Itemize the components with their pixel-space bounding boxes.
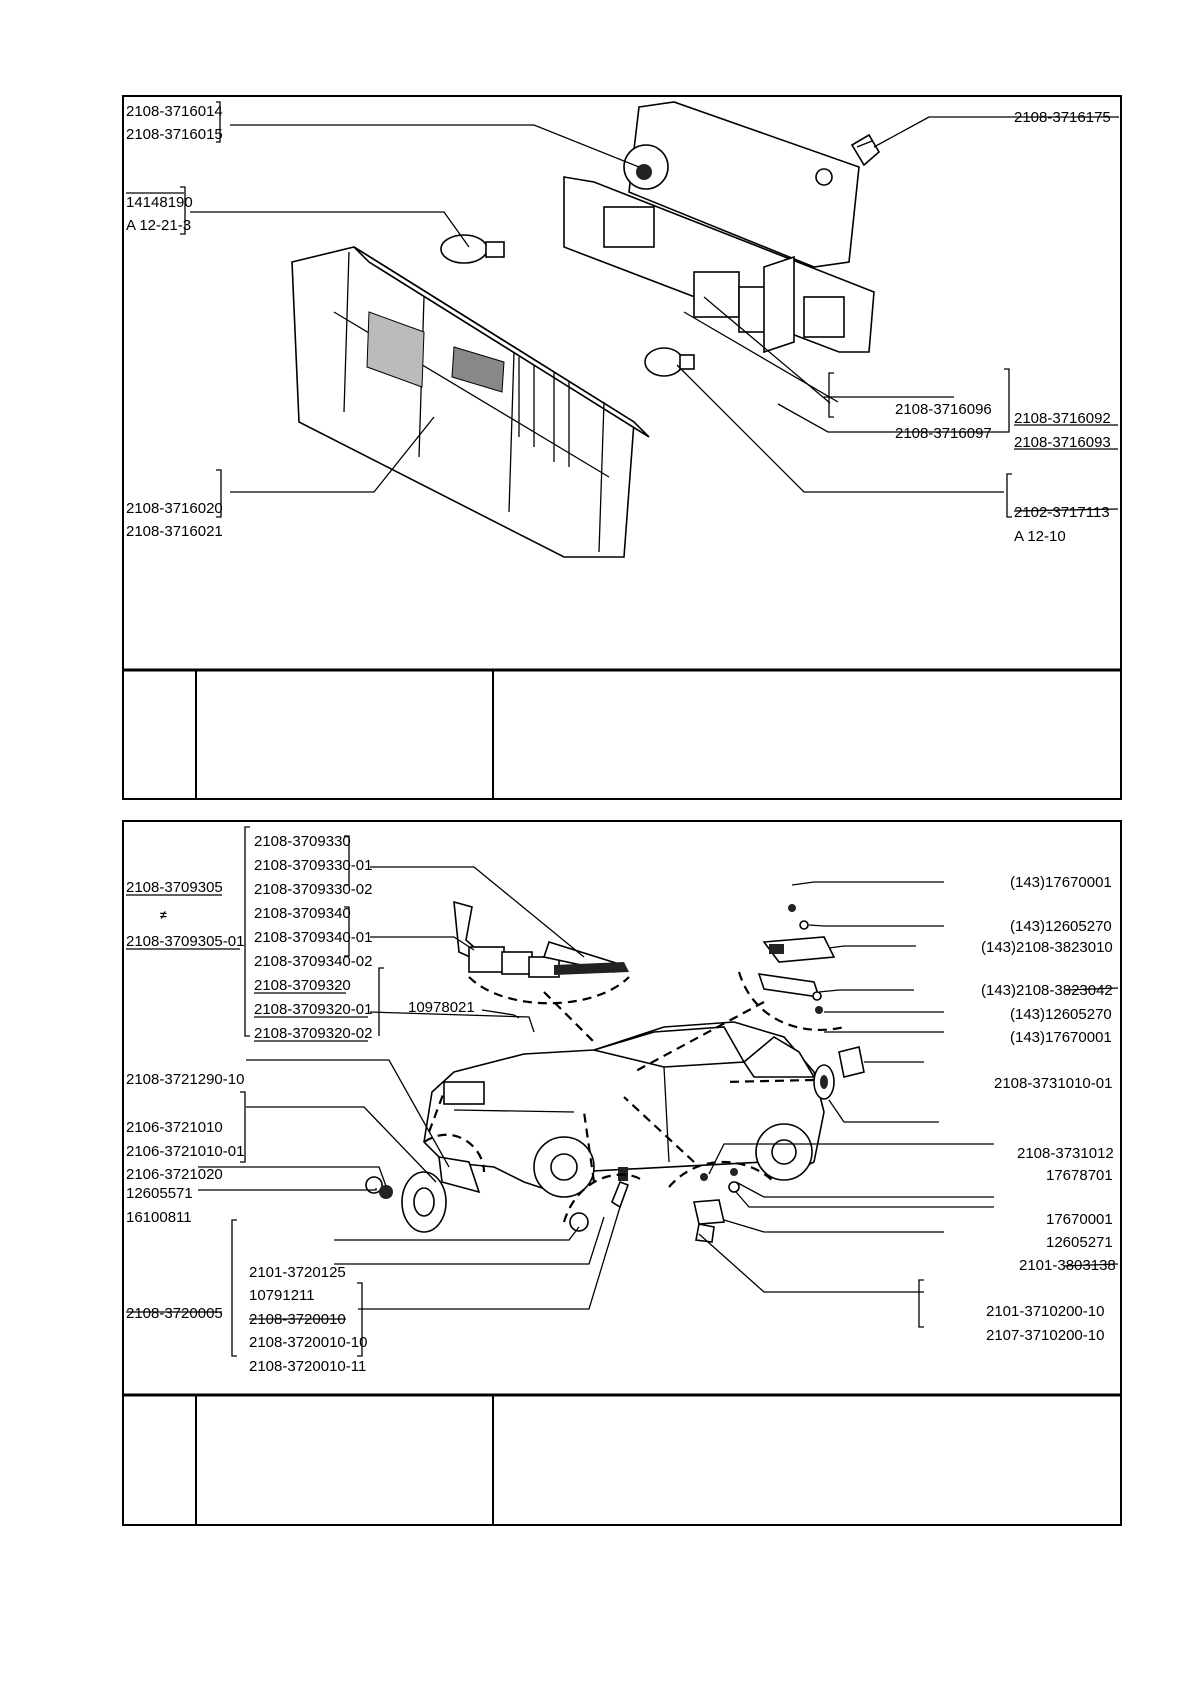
label-neq-1: ≠ (160, 908, 167, 922)
label-sw-320-01: 2108-3709320-01 (254, 1001, 372, 1018)
horn-part (365, 1156, 481, 1233)
label-sensor-kit: 2108-3720005 (126, 1305, 223, 1322)
label-sensor-washer: 10791211 (249, 1287, 315, 1304)
label-nut: 2108-3716175 (1014, 109, 1111, 126)
label-sw-330-01: 2108-3709330-01 (254, 857, 372, 874)
label-sensor-b: 2108-3720010-10 (249, 1334, 367, 1351)
label-bolt-r1: (143)17670001 (1010, 874, 1112, 891)
label-sw-340-02: 2108-3709340-02 (254, 953, 372, 970)
car-outline (423, 1021, 825, 1198)
label-lamp-housing-a: 2108-3716014 (126, 103, 223, 120)
label-bulb-large-code: 14148190 (126, 194, 193, 211)
rear-lamp-diagram-panel: 2108-3716014 2108-3716015 14148190 A 12-… (122, 95, 1122, 800)
label-lens-a: 2108-3716020 (126, 500, 223, 517)
label-lamp-housing-b: 2108-3716015 (126, 126, 223, 143)
label-board-b: 2108-3716093 (1014, 434, 1111, 451)
label-switch-assembly-b: 2108-3709305-01 (126, 933, 244, 950)
switches-parts (453, 900, 629, 978)
label-unit: (143)2108-3823010 (981, 939, 1113, 956)
label-lens-b: 2108-3716021 (126, 523, 223, 540)
label-bracket: (143)2108-3823042 (981, 982, 1113, 999)
label-bolt-r3: 17670001 (1046, 1211, 1113, 1228)
electrical-parts-illustration: 2108-3709305 ≠ 2108-3709305-01 2108-3709… (124, 826, 1120, 1524)
label-holder-b: 2108-3716097 (895, 425, 992, 442)
leader-lines-2 (198, 826, 994, 1357)
lamp-board (563, 176, 875, 354)
reflector-part (813, 1046, 865, 1100)
electrical-parts-diagram-panel: 2108-3709305 ≠ 2108-3709305-01 2108-3709… (122, 820, 1122, 1526)
label-relay-a: 2101-3710200-10 (986, 1303, 1104, 1320)
dashed-callout-arcs (423, 971, 845, 1223)
label-nut-horn: 12605571 (126, 1185, 193, 1202)
label-sw-320: 2108-3709320 (254, 977, 351, 994)
bulb-small-part (644, 347, 695, 377)
relay-bracket-part (693, 1168, 740, 1243)
label-sw-330: 2108-3709330 (254, 833, 351, 850)
label-holder-a: 2108-3716096 (895, 401, 992, 418)
label-washer-horn: 16100811 (126, 1209, 192, 1226)
lamp-lens (291, 246, 650, 558)
label-washer-r1: (143)12605270 (1010, 918, 1112, 935)
label-reflector-seal: 2108-3731012 (1017, 1145, 1114, 1162)
label-screw-r: 17678701 (1046, 1167, 1113, 1184)
label-sensor-c: 2108-3720010-11 (249, 1358, 366, 1375)
bulb-large-part (440, 234, 505, 264)
label-switch-assembly-a: 2108-3709305 (126, 879, 223, 896)
label-bolt-r2: (143)17670001 (1010, 1029, 1112, 1046)
electronic-unit-part (757, 904, 836, 1014)
label-horn-bracket: 2108-3721290-10 (126, 1071, 244, 1088)
label-sw-340-01: 2108-3709340-01 (254, 929, 372, 946)
leader-lines (180, 101, 1119, 518)
label-relay-b: 2107-3710200-10 (986, 1327, 1104, 1344)
label-bulb-large-type: A 12-21-3 (126, 217, 191, 234)
label-sw-330-02: 2108-3709330-02 (254, 881, 372, 898)
label-board-a: 2108-3716092 (1014, 410, 1111, 427)
label-bulb-small-type: A 12-10 (1014, 528, 1066, 545)
label-sw-320-02: 2108-3709320-02 (254, 1025, 372, 1042)
label-horn-a: 2106-3721010 (126, 1119, 223, 1136)
label-sw-340: 2108-3709340 (254, 905, 351, 922)
label-reflector: 2108-3731010-01 (994, 1075, 1112, 1092)
label-horn-c: 2106-3721020 (126, 1166, 223, 1183)
label-washer-r3: 12605271 (1046, 1234, 1113, 1251)
label-sensor-nut: 2101-3720125 (249, 1264, 346, 1281)
rear-lamp-illustration: 2108-3716014 2108-3716015 14148190 A 12-… (124, 101, 1120, 798)
label-washer-r2: (143)12605270 (1010, 1006, 1112, 1023)
label-horn-b: 2106-3721010-01 (126, 1143, 244, 1160)
lamp-cover-plate (623, 101, 860, 268)
label-bulb-small-code: 2102-3717113 (1014, 504, 1110, 521)
nut-part (850, 133, 881, 167)
label-screw-small: 10978021 (408, 999, 475, 1016)
